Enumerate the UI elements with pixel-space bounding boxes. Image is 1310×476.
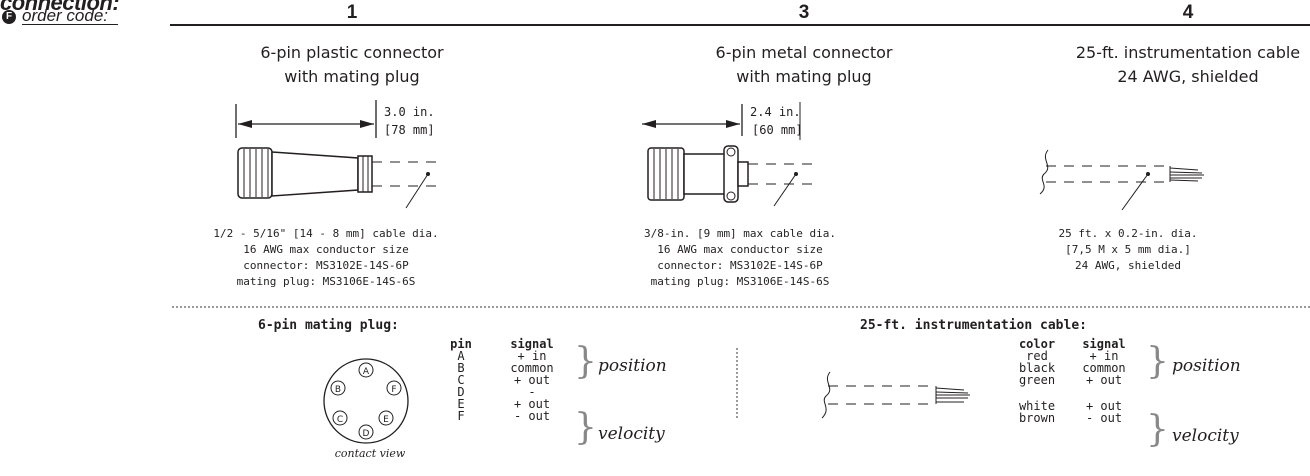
- order-code-label: F order code:: [2, 7, 118, 25]
- option-title-4-line1: 25-ft. instrumentation cable: [1075, 43, 1301, 62]
- plastic-dim-mm: [78 mm]: [384, 123, 435, 137]
- plug-signal-value: + out: [513, 397, 551, 411]
- section-heading: connection:: [0, 0, 120, 15]
- plastic-connector-drawing: 3.0 in. [78 mm]: [235, 100, 442, 209]
- spec-line: 1/2 - 5/16" [14 - 8 mm] cable dia.: [213, 227, 439, 240]
- pin-column: pin A B C D E F: [446, 338, 476, 422]
- option-title-4-line2: 24 AWG, shielded: [1117, 67, 1259, 86]
- spec-line: 16 AWG max conductor size: [243, 243, 409, 256]
- contact-f: F: [391, 385, 396, 395]
- plug-signal-value: -: [528, 385, 536, 399]
- order-code-text: order code:: [22, 7, 118, 25]
- cable-color-column: color red black green white brown: [1012, 338, 1062, 424]
- contact-e: E: [383, 415, 389, 425]
- plug-signal-value: - out: [513, 409, 551, 423]
- cable-color-value: black: [1018, 361, 1056, 375]
- plastic-dim-inches: 3.0 in.: [384, 105, 435, 119]
- plug-group-velocity: velocity: [598, 424, 665, 444]
- option-title-1-line1: 6-pin plastic connector: [260, 43, 444, 62]
- cable-signal-value: common: [1082, 361, 1126, 375]
- pin-value: F: [457, 409, 465, 423]
- contact-a: A: [363, 367, 370, 377]
- cable-position-brace: }: [1146, 341, 1169, 382]
- cable-signal-header: signal: [1082, 337, 1126, 351]
- option-code-4: 4: [1182, 2, 1194, 23]
- cable-color-value: red: [1026, 349, 1048, 363]
- plug-group-position: position: [598, 356, 667, 376]
- cable-group-velocity: velocity: [1172, 426, 1239, 446]
- plug-position-brace: }: [574, 341, 597, 382]
- cable-signal-value: + out: [1085, 373, 1123, 387]
- spec-line: connector: MS3102E-14S-6P: [657, 259, 823, 272]
- option-specs-4: 25 ft. x 0.2-in. dia. [7,5 M x 5 mm dia.…: [938, 226, 1310, 274]
- plug-signal-value: common: [510, 361, 554, 375]
- option-code-1: 1: [346, 2, 358, 23]
- pin-value: D: [457, 385, 465, 399]
- mating-plug-title: 6-pin mating plug:: [258, 318, 399, 333]
- spec-line: 16 AWG max conductor size: [657, 243, 823, 256]
- option-specs-1: 1/2 - 5/16" [14 - 8 mm] cable dia. 16 AW…: [136, 226, 516, 290]
- option-title-4: 25-ft. instrumentation cable 24 AWG, shi…: [998, 41, 1310, 89]
- pin-value: E: [457, 397, 465, 411]
- contact-d: D: [363, 429, 370, 439]
- option-title-3-line1: 6-pin metal connector: [715, 43, 893, 62]
- cable-color-gap: [1012, 386, 1062, 400]
- option-specs-3: 3/8-in. [9 mm] max cable dia. 16 AWG max…: [550, 226, 930, 290]
- option-title-1: 6-pin plastic connector with mating plug: [162, 41, 542, 89]
- cable-signal-gap: [1074, 386, 1134, 400]
- option-title-1-line2: with mating plug: [284, 67, 420, 86]
- pin-value: B: [457, 361, 465, 375]
- option-title-3: 6-pin metal connector with mating plug: [614, 41, 994, 89]
- cable-color-value: green: [1018, 373, 1056, 387]
- cable-color-header: color: [1018, 337, 1056, 351]
- option-title-3-line2: with mating plug: [736, 67, 872, 86]
- metal-dim-inches: 2.4 in.: [750, 105, 801, 119]
- cable-signal-column: signal + in common + out + out - out: [1074, 338, 1134, 424]
- plug-signal-value: + out: [513, 373, 551, 387]
- plug-signal-value: + in: [517, 349, 547, 363]
- contact-b: B: [335, 385, 341, 395]
- spec-line: 25 ft. x 0.2-in. dia.: [1058, 227, 1198, 240]
- order-code-badge-icon: F: [2, 9, 16, 24]
- cable-velocity-brace: }: [1146, 409, 1169, 450]
- contact-view-label: contact view: [334, 447, 406, 460]
- plug-velocity-brace: }: [574, 407, 597, 448]
- section-divider: [172, 306, 1310, 308]
- option-code-3: 3: [798, 2, 810, 23]
- cable-signal-value: - out: [1085, 411, 1123, 425]
- cable-signal-value: + out: [1085, 399, 1123, 413]
- spec-line: 3/8-in. [9 mm] max cable dia.: [643, 227, 837, 240]
- spec-line: connector: MS3102E-14S-6P: [243, 259, 409, 272]
- cable-title: 25-ft. instrumentation cable:: [860, 318, 1087, 333]
- cable-color-value: brown: [1018, 411, 1056, 425]
- column-divider: [736, 348, 738, 418]
- spec-line: [7,5 M x 5 mm dia.]: [1065, 243, 1191, 256]
- spec-line: 24 AWG, shielded: [1075, 259, 1181, 272]
- pin-value: C: [457, 373, 465, 387]
- cable-signal-value: + in: [1089, 349, 1119, 363]
- plug-signal-column: signal + in common + out - + out - out: [502, 338, 562, 422]
- metal-connector-drawing: 2.4 in. [60 mm]: [642, 102, 820, 207]
- cable-group-position: position: [1172, 356, 1241, 376]
- metal-dim-mm: [60 mm]: [752, 123, 803, 137]
- cable-end-icon: [821, 371, 970, 419]
- cable-color-value: white: [1018, 399, 1056, 413]
- pin-value: A: [457, 349, 465, 363]
- spec-line: mating plug: MS3106E-14S-6S: [236, 275, 416, 288]
- header-rule: [170, 24, 1310, 26]
- spec-line: mating plug: MS3106E-14S-6S: [650, 275, 830, 288]
- contact-view-icon: A F E D C B: [323, 358, 409, 444]
- pin-header: pin: [450, 337, 472, 351]
- plug-signal-header: signal: [510, 337, 554, 351]
- instrumentation-cable-drawing: [1039, 149, 1204, 211]
- contact-c: C: [337, 415, 343, 425]
